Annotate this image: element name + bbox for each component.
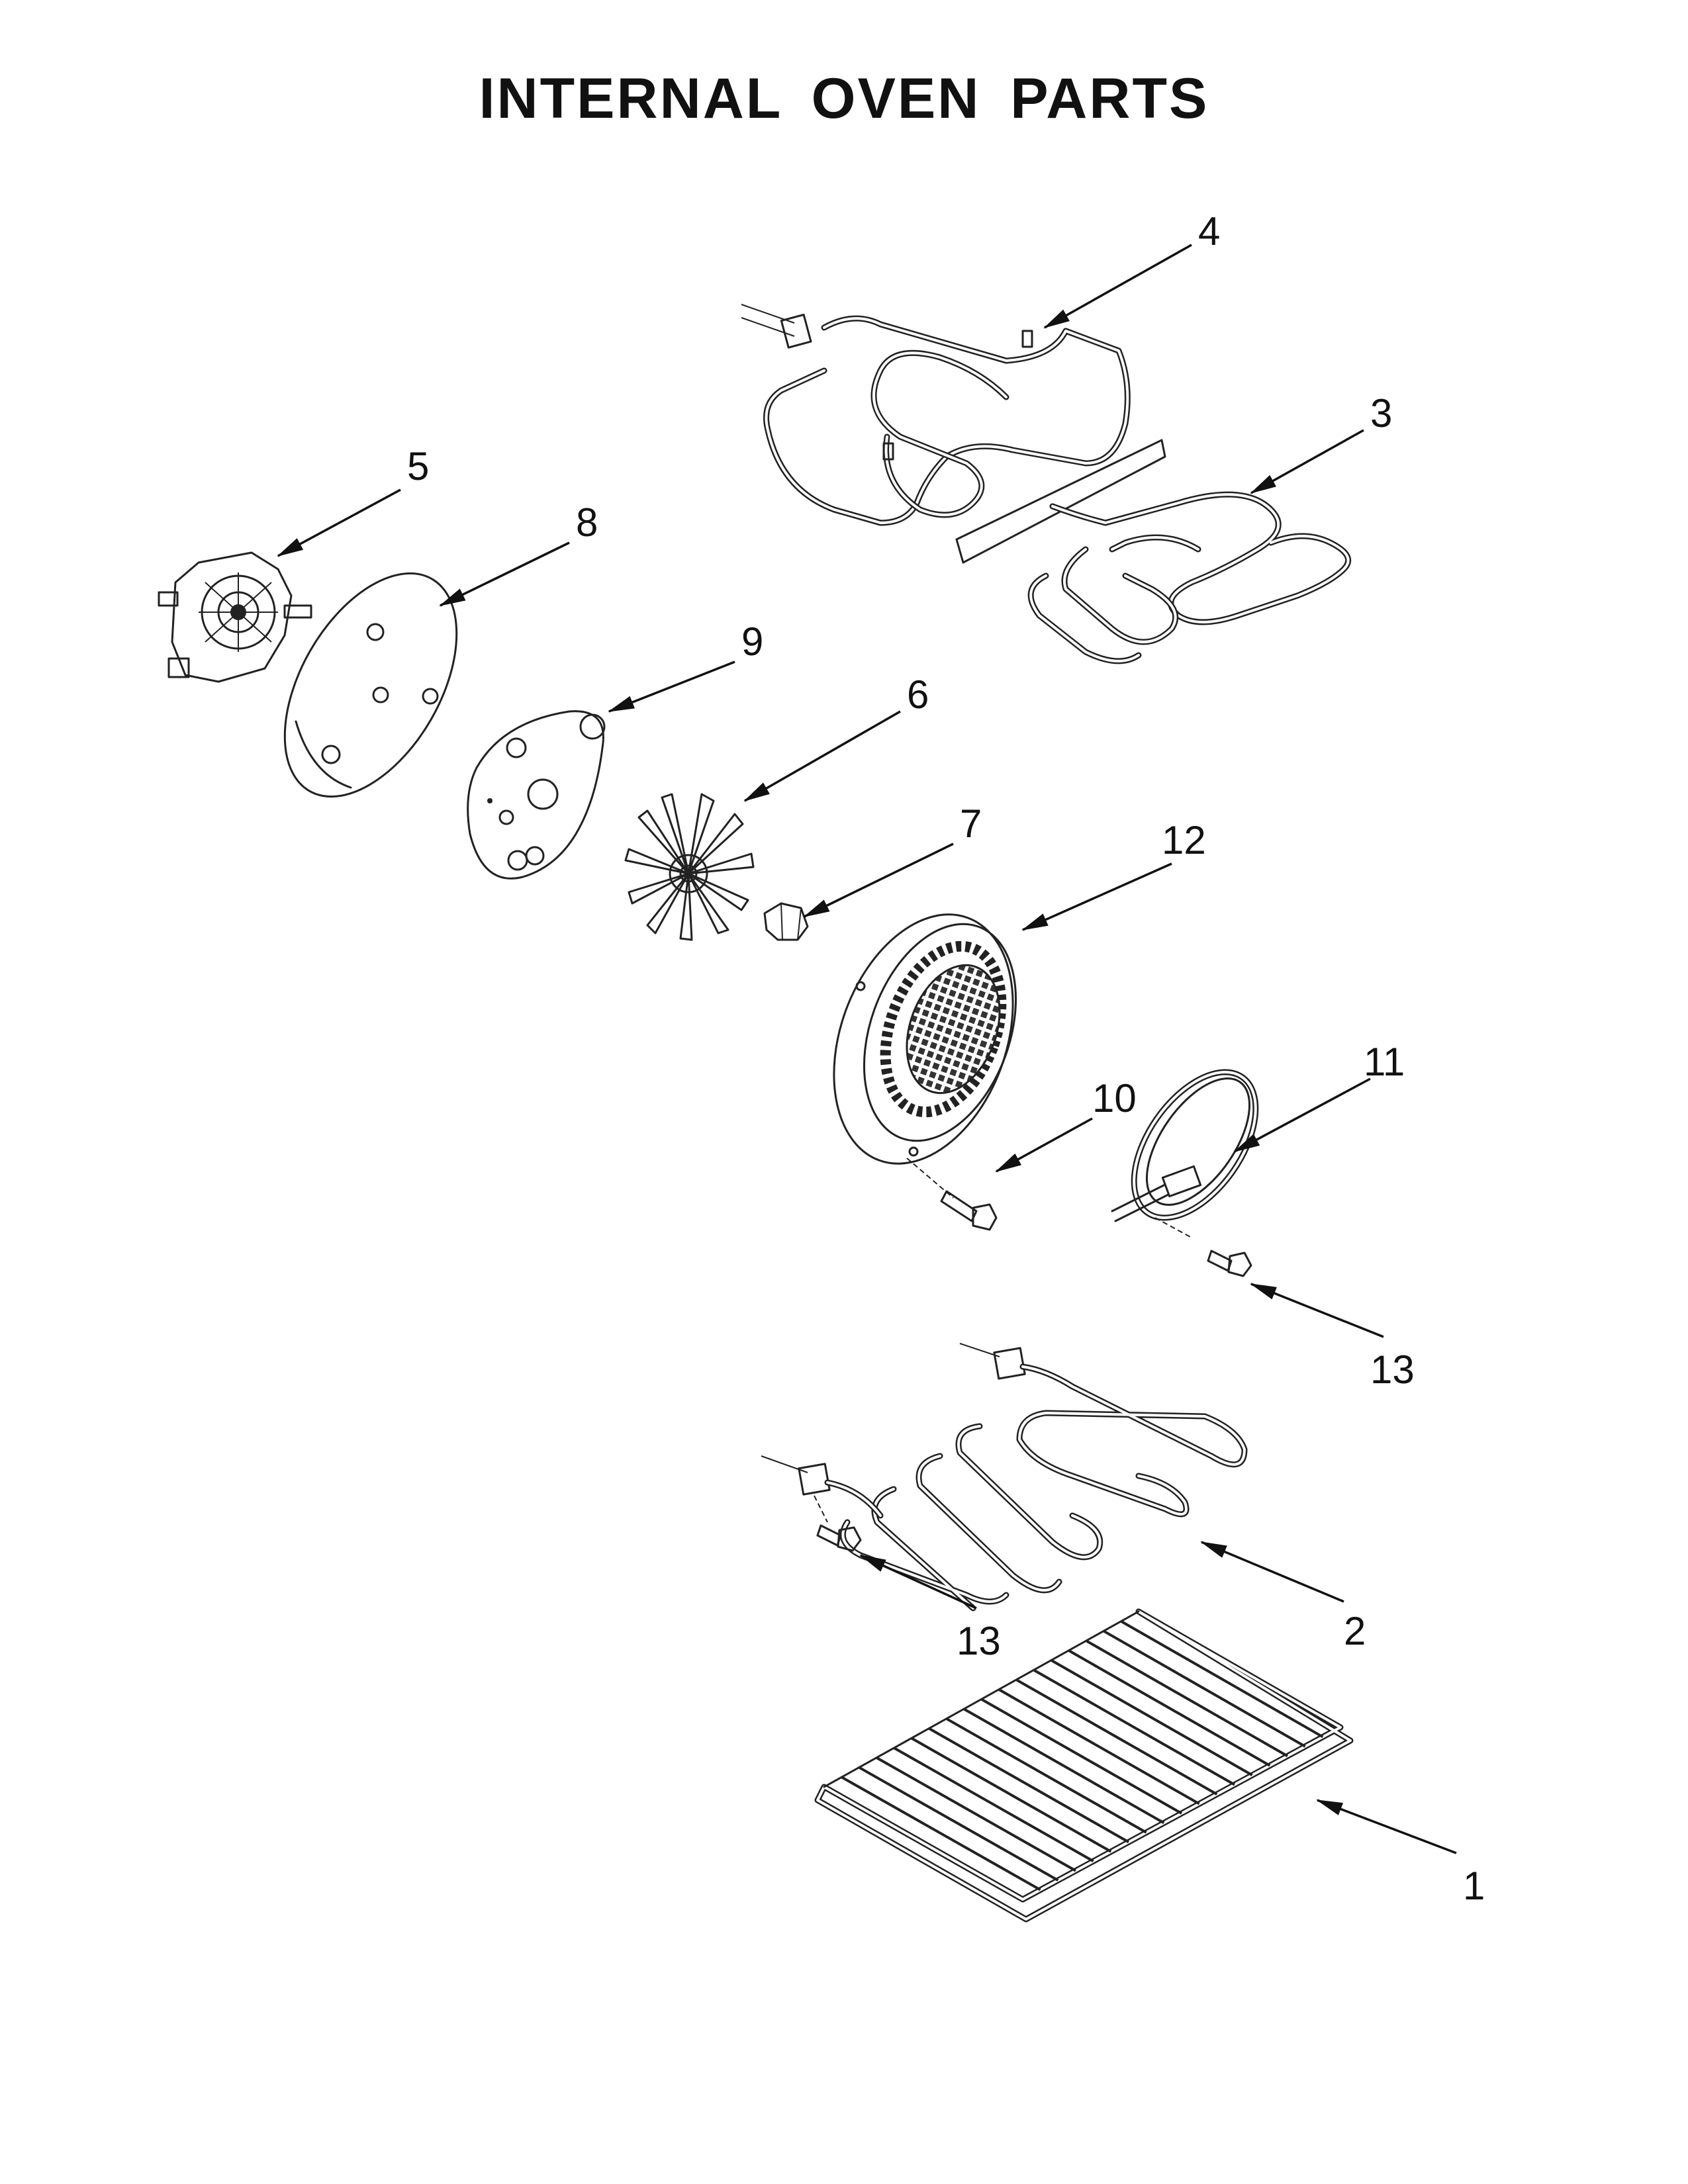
rack-bar (998, 1688, 1200, 1805)
callout-labels: 4 3 5 8 9 6 7 12 11 10 13 13 2 1 (407, 209, 1485, 1908)
callout-5: 5 (407, 444, 429, 488)
leader-12 (1021, 862, 1172, 931)
convection-motor-part-5 (158, 551, 312, 683)
insulation-disc-part-8 (283, 572, 458, 798)
leader-13-upper (1250, 1283, 1384, 1338)
callout-10: 10 (1092, 1076, 1137, 1120)
callout-13-lower: 13 (957, 1619, 1001, 1663)
leader-6 (743, 710, 901, 802)
leader-13-lower (859, 1554, 977, 1610)
rack-bar (1103, 1629, 1306, 1748)
rack-bar (1051, 1659, 1253, 1776)
leader-2 (1200, 1541, 1344, 1603)
callout-3: 3 (1370, 391, 1392, 435)
callout-8: 8 (576, 500, 598, 545)
callout-2: 2 (1344, 1609, 1366, 1653)
callout-12: 12 (1162, 818, 1206, 862)
leader-11 (1233, 1077, 1371, 1153)
rack-bar (893, 1747, 1094, 1862)
leader-3 (1250, 429, 1364, 494)
callout-4: 4 (1198, 209, 1220, 253)
rack-bar (980, 1698, 1182, 1815)
rack-bar (928, 1727, 1129, 1844)
screw-part-13-upper (1207, 1250, 1252, 1277)
callout-13-upper: 13 (1370, 1347, 1415, 1392)
bake-element-part-2 (761, 1343, 1248, 1612)
callout-1: 1 (1463, 1864, 1485, 1908)
leader-8 (439, 541, 570, 607)
ring-element-part-11 (1111, 1069, 1259, 1238)
leader-9 (608, 660, 735, 713)
rack-bar (945, 1717, 1147, 1834)
callout-6: 6 (907, 672, 929, 717)
rack-bar (876, 1756, 1076, 1872)
rack-bar (1068, 1649, 1271, 1767)
motor-plate-part-9 (467, 710, 606, 880)
callout-9: 9 (741, 619, 763, 664)
rack-bar (1120, 1619, 1324, 1739)
callout-7: 7 (960, 801, 982, 846)
leader-10 (995, 1117, 1093, 1173)
bake-element-part-3 (955, 439, 1352, 664)
leader-lines (277, 244, 1457, 1854)
callout-11: 11 (1364, 1040, 1405, 1084)
fan-nut-part-7 (763, 902, 809, 941)
rack-bar (1085, 1639, 1288, 1758)
rack-bar (963, 1707, 1165, 1825)
diagram-title: INTERNAL OVEN PARTS (479, 67, 1209, 130)
broil-element-part-4 (741, 304, 1131, 526)
fan-blade-part-6 (624, 793, 755, 941)
leader-1 (1316, 1799, 1457, 1854)
screw-part-13-lower (816, 1524, 862, 1552)
oven-rack-part-1 (814, 1608, 1354, 1923)
leader-7 (803, 842, 954, 918)
rack-bar (858, 1766, 1059, 1882)
leader-4 (1043, 244, 1192, 329)
rack-bar (841, 1776, 1041, 1891)
leader-5 (277, 488, 401, 557)
rack-bar (910, 1737, 1112, 1853)
rack-bar (1033, 1668, 1235, 1786)
fan-cover-part-12 (833, 913, 1017, 1165)
screw-part-10 (906, 1158, 998, 1231)
rack-bar (1015, 1678, 1218, 1796)
